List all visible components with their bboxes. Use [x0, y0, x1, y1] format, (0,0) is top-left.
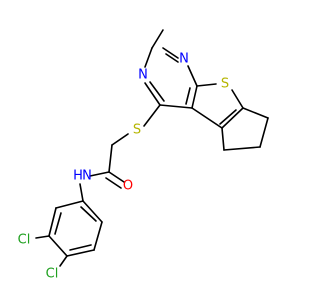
bonds — [35, 29, 269, 267]
atom-o: O — [123, 179, 133, 194]
atom-s-thioether: S — [133, 123, 141, 138]
bond-ch2c-c4b — [221, 127, 225, 151]
bond-c7a-s — [196, 83, 217, 87]
bond-c2-n1 — [162, 47, 179, 59]
bond-s-c6a — [231, 89, 244, 109]
bond-n1-c7a — [187, 65, 198, 87]
bond-c4b-c4a — [191, 107, 223, 129]
bond-c6a-ch2a — [242, 107, 269, 119]
bond-ar1-ar2 — [55, 200, 84, 209]
bond-ar3-ar4 — [48, 235, 68, 257]
atom-labels: N N S S O N H Cl Cl — [18, 52, 229, 282]
bond-ar3-cl1 — [35, 235, 50, 239]
atom-n2: N — [138, 68, 148, 83]
bond-c4a-c7a-double — [185, 87, 191, 105]
bond-methyl — [151, 29, 164, 49]
atom-cl2: Cl — [46, 267, 59, 282]
bond-n3-c4-double — [149, 81, 165, 102]
atom-nh-n: N — [82, 169, 92, 184]
atom-nh-h: H — [73, 169, 83, 184]
bond-co-o-double — [105, 177, 122, 189]
bond-ar2-ar3 — [48, 207, 57, 237]
bond-ar2-ar3-double — [54, 212, 62, 235]
bond-n-aryl — [79, 183, 84, 202]
bond-ar4-ar5-double — [69, 244, 92, 251]
bond-c6a-c4b-double — [219, 109, 237, 125]
molecule-svg: N N S S O N H Cl Cl — [18, 29, 269, 282]
bond-co-o — [108, 171, 125, 183]
bond-c2-n3 — [144, 47, 153, 68]
bond-n3-c4 — [144, 82, 161, 106]
bond-ar6-ar1 — [82, 200, 103, 223]
bond-c6a-c4b — [221, 107, 244, 129]
bond-c2-n1-double — [165, 53, 179, 63]
bond-ar4-cl2 — [59, 255, 68, 267]
atom-n1: N — [179, 52, 189, 67]
atom-cl1: Cl — [18, 233, 31, 248]
bond-ch2a-ch2b — [259, 117, 269, 148]
bond-ch2b-ch2c — [223, 146, 261, 151]
bond-ar4-ar5 — [66, 249, 95, 257]
bond-c4-c4a — [159, 104, 193, 109]
bond-ar6-ar1-double — [80, 206, 97, 222]
bond-ch2-co — [108, 144, 113, 173]
atom-s-thiophene: S — [221, 77, 229, 92]
bond-sthio-ch2 — [111, 133, 129, 146]
bond-co-n — [89, 171, 110, 177]
bond-c4a-c7a — [191, 85, 198, 109]
bond-ar5-ar6 — [93, 221, 103, 251]
bond-c4-sthio — [143, 104, 161, 127]
structure-diagram: N N S S O N H Cl Cl — [18, 29, 269, 282]
